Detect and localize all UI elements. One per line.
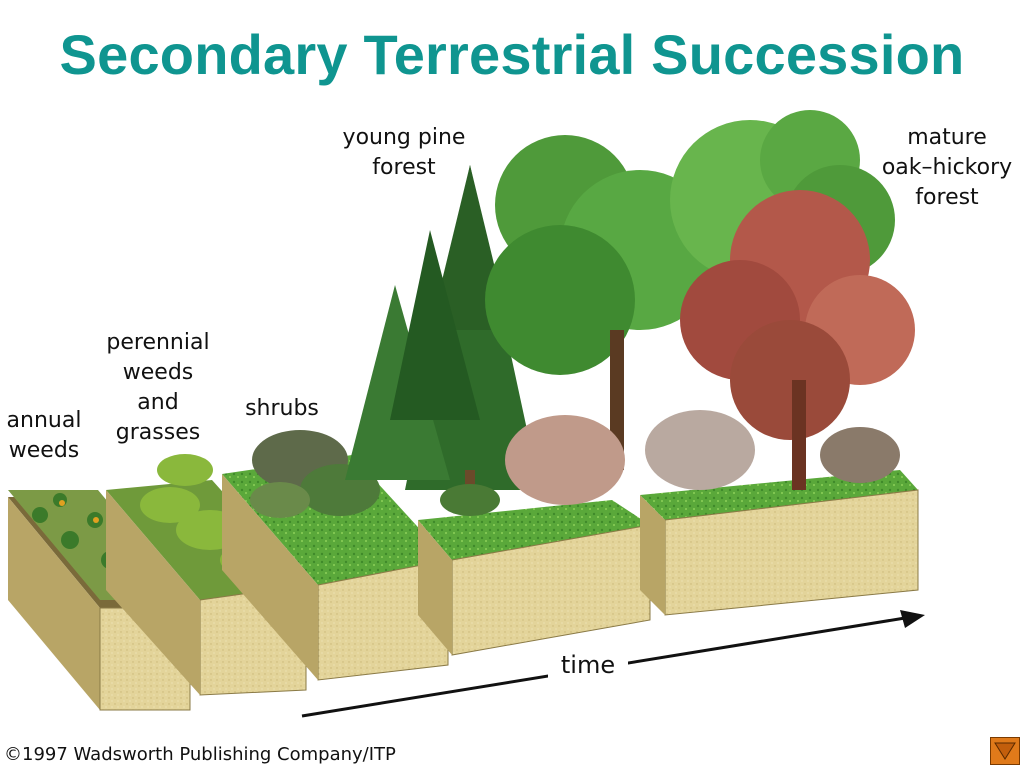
stage-label-mature-oak-hickory-forest: mature oak–hickory forest [881,125,1013,210]
down-triangle-icon [994,742,1016,760]
slide-title: Secondary Terrestrial Succession [59,23,965,86]
stage-label-young-pine-forest: young pine forest [342,125,466,180]
next-slide-button[interactable] [990,737,1020,765]
stage-label-annual-weeds: annual weeds [6,408,82,463]
copyright-notice: ©1997 Wadsworth Publishing Company/ITP [4,744,396,765]
soil-block-mature-forest [640,470,919,616]
soil-block-young-pine [418,500,651,656]
time-axis-label: time [548,651,628,679]
stage-label-perennial-weeds-grasses: perennial weeds and grasses [106,330,210,445]
soil-block-shrubs [222,430,449,681]
stage-label-shrubs: shrubs [245,396,319,421]
forest-shrubs [440,410,900,516]
oak-canopy [485,110,895,470]
hickory-tree [680,190,915,490]
